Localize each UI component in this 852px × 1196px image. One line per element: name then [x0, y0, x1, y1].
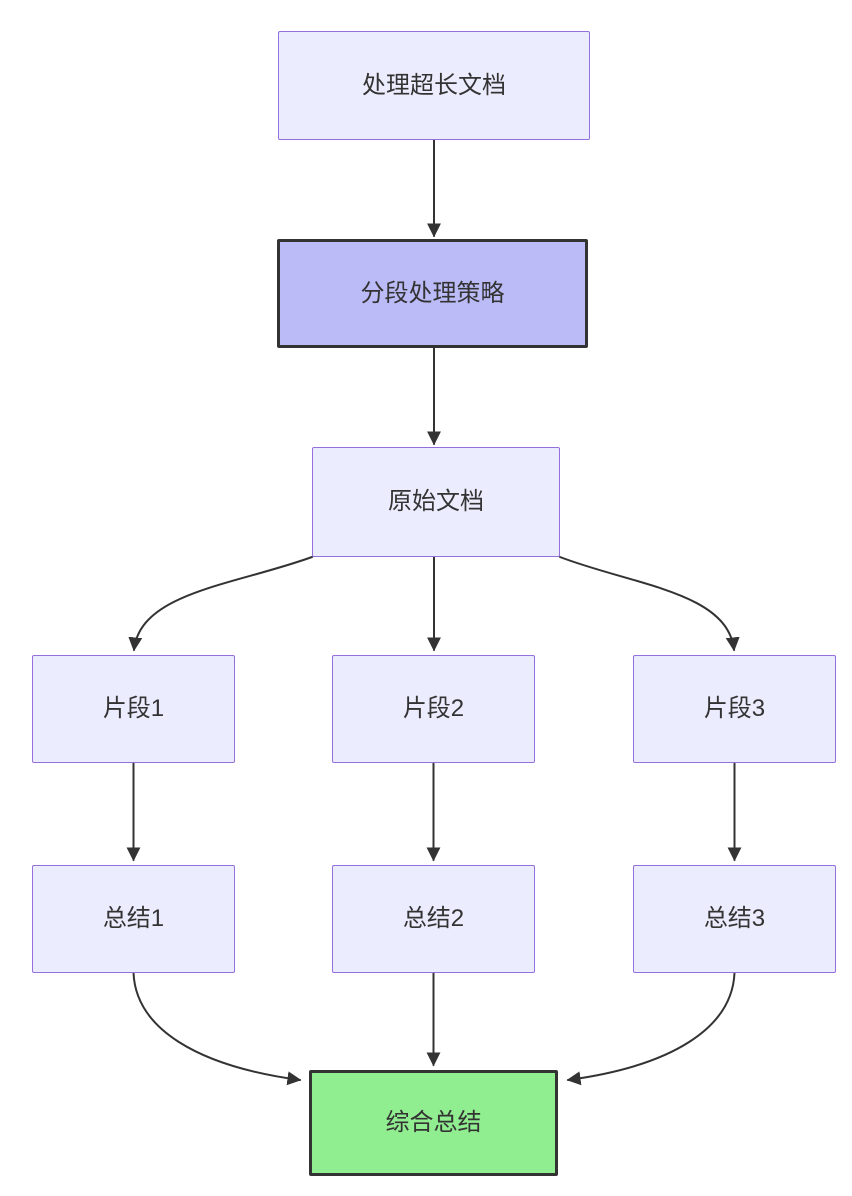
node-label: 片段2 [402, 695, 465, 723]
node-original-doc: 原始文档 [312, 447, 560, 557]
node-summary-3: 总结3 [633, 865, 836, 973]
edge-summary1-to-final [132, 972, 302, 1086]
node-segment-strategy: 分段处理策略 [277, 239, 588, 348]
edge-original-to-fragment1 [128, 556, 313, 652]
node-fragment-2: 片段2 [332, 655, 535, 763]
node-final-summary: 综合总结 [309, 1070, 558, 1176]
node-label: 处理超长文档 [362, 71, 506, 99]
node-process-long-doc: 处理超长文档 [278, 31, 590, 140]
node-fragment-1: 片段1 [32, 655, 235, 763]
node-summary-1: 总结1 [32, 865, 235, 973]
node-label: 总结2 [402, 905, 465, 933]
node-label: 原始文档 [388, 488, 484, 516]
node-label: 综合总结 [385, 1109, 482, 1137]
node-label: 分段处理策略 [360, 279, 505, 307]
edge-original-to-fragment3 [559, 556, 740, 652]
node-summary-2: 总结2 [332, 865, 535, 973]
node-label: 片段1 [102, 695, 165, 723]
node-label: 总结3 [703, 905, 766, 933]
node-fragment-3: 片段3 [633, 655, 836, 763]
node-label: 片段3 [703, 695, 766, 723]
node-label: 总结1 [102, 905, 165, 933]
edge-summary3-to-final [566, 972, 736, 1086]
